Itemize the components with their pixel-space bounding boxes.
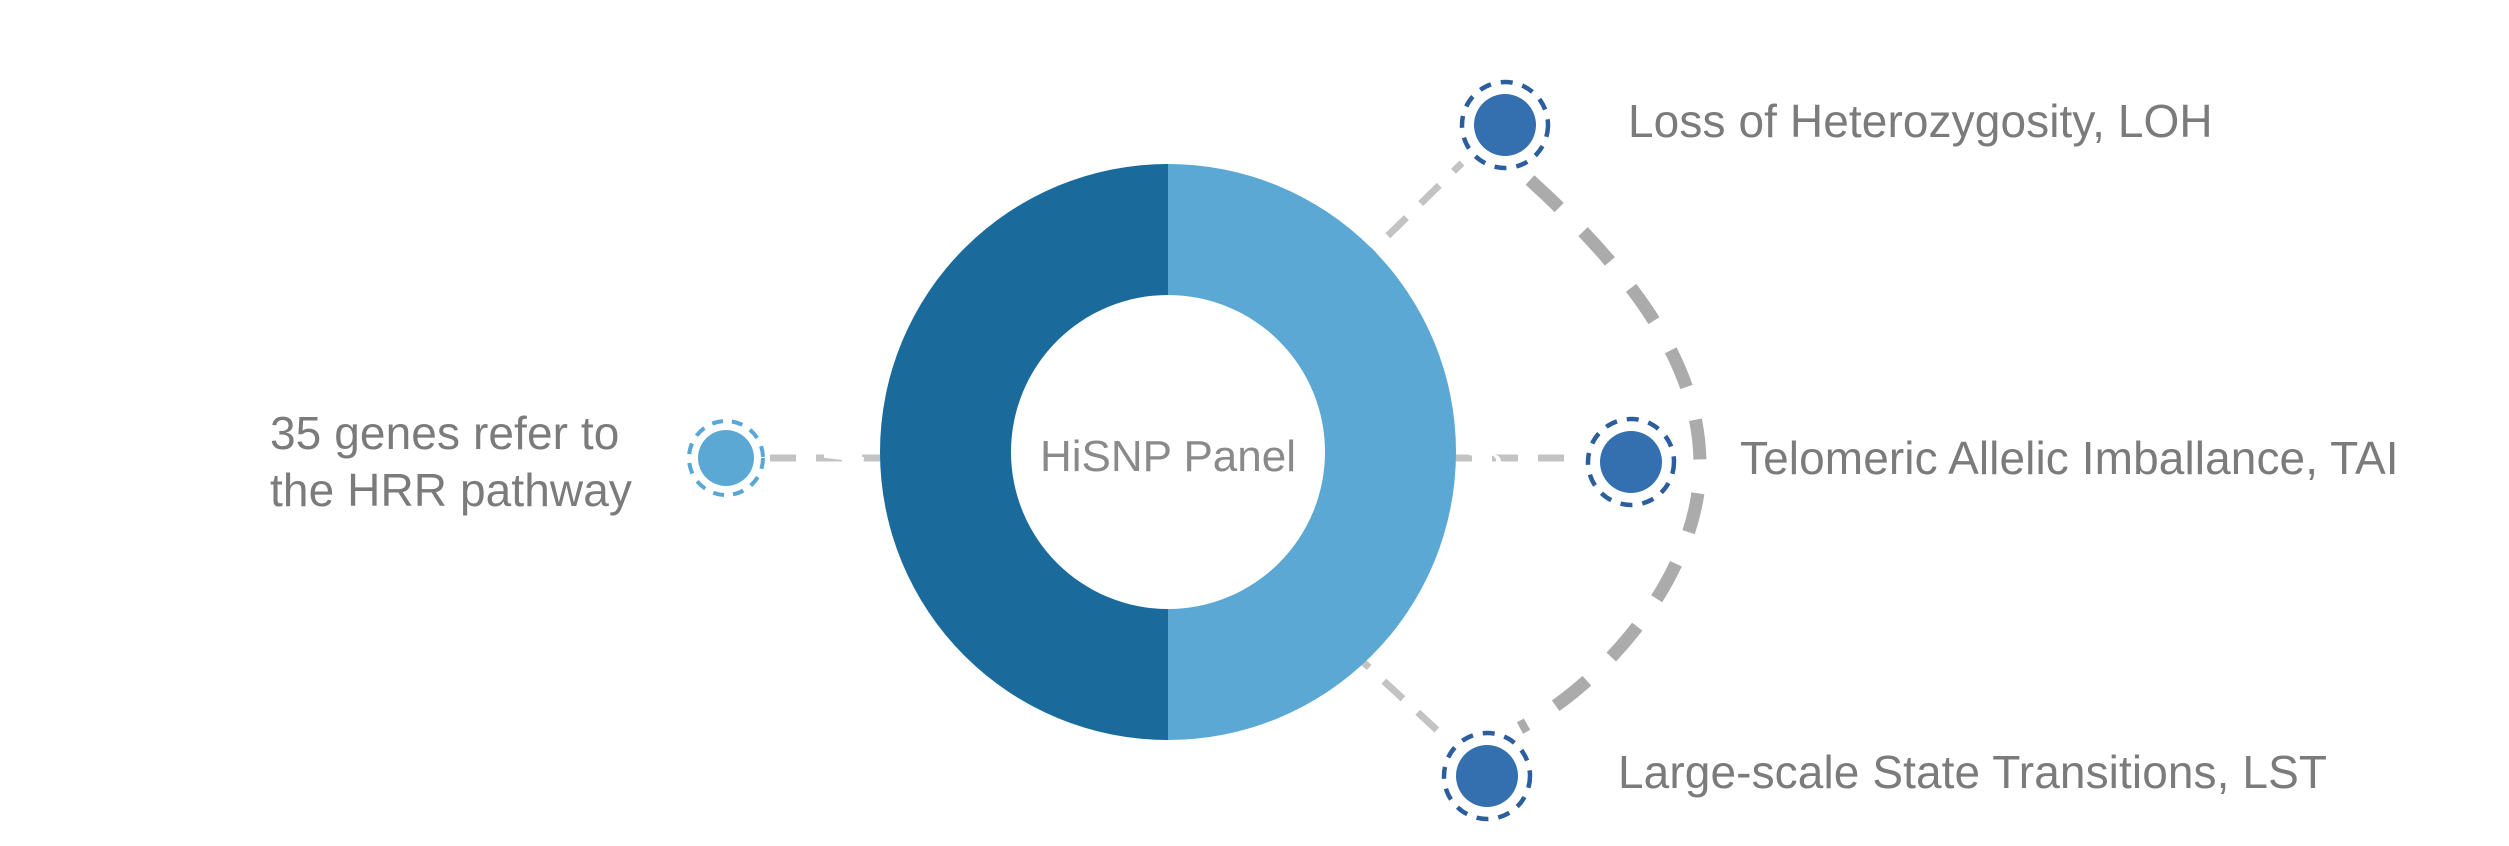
- hrr-genes-label-line1: 35 genes refer to: [270, 407, 620, 459]
- lst-label: Large-scale State Transitions, LST: [1618, 746, 2328, 798]
- hrr-genes-node-dot[interactable]: [698, 430, 754, 486]
- loh-node-dot[interactable]: [1474, 94, 1536, 156]
- loh-label: Loss of Heterozygosity, LOH: [1628, 95, 2213, 147]
- connector-lst-dashed: [1347, 647, 1453, 745]
- donut-segment-hrr[interactable]: [880, 164, 1168, 740]
- lst-node-dot[interactable]: [1456, 745, 1518, 807]
- tai-node-dot[interactable]: [1600, 431, 1662, 493]
- hrr-genes-label-line2: the HRR pathway: [270, 464, 632, 516]
- tai-node-ring: [1585, 416, 1677, 508]
- lst-node-ring: [1441, 730, 1533, 822]
- hrr-genes-node-ring: [687, 419, 765, 497]
- donut-center-label: HiSNP Panel: [1040, 432, 1296, 481]
- loh-node-ring: [1459, 79, 1551, 171]
- tai-label: Telomeric Allelic Imballance, TAI: [1740, 432, 2399, 484]
- donut-segment-ultra[interactable]: [1168, 164, 1456, 740]
